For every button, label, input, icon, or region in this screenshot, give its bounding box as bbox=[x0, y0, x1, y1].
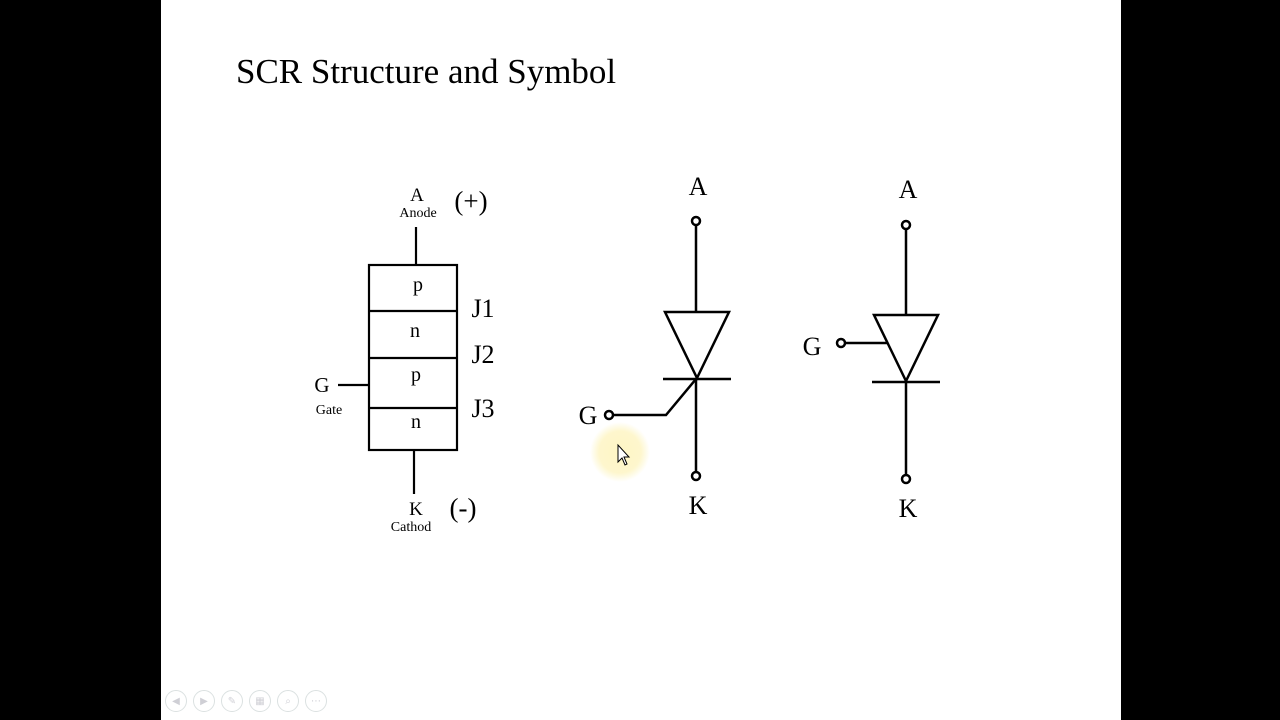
gate-label: Gate bbox=[316, 403, 342, 418]
junction-label-j2: J2 bbox=[471, 340, 494, 369]
slides-icon[interactable]: ▦ bbox=[249, 690, 271, 712]
gate-letter: G bbox=[314, 373, 329, 397]
cathode-polarity: (-) bbox=[450, 493, 477, 523]
presentation-toolbar: ◀ ▶ ✎ ▦ ⌕ ⋯ bbox=[165, 690, 327, 714]
anode-label: Anode bbox=[399, 206, 436, 221]
symbol2-anode-terminal bbox=[900, 219, 912, 231]
more-icon[interactable]: ⋯ bbox=[305, 690, 327, 712]
symbol1-anode-label: A bbox=[689, 172, 708, 201]
cathode-letter: K bbox=[409, 499, 423, 520]
symbol1-cathode-label: K bbox=[689, 491, 708, 520]
prev-icon[interactable]: ◀ bbox=[165, 690, 187, 712]
scr-symbol-1 bbox=[603, 215, 731, 482]
symbol1-gate-label: G bbox=[579, 401, 598, 430]
layer-label-3: p bbox=[411, 364, 421, 386]
slide: SCR Structure and Symbol bbox=[161, 0, 1121, 720]
slide-title: SCR Structure and Symbol bbox=[236, 52, 617, 91]
mouse-pointer-icon bbox=[617, 443, 631, 466]
zoom-icon[interactable]: ⌕ bbox=[277, 690, 299, 712]
layer-label-2: n bbox=[410, 320, 420, 342]
symbol1-diode-triangle bbox=[663, 310, 731, 381]
junction-label-j3: J3 bbox=[471, 394, 494, 423]
next-icon[interactable]: ▶ bbox=[193, 690, 215, 712]
layer-label-4: n bbox=[411, 411, 421, 433]
symbol1-gate-terminal bbox=[603, 409, 615, 421]
symbol2-gate-label: G bbox=[803, 332, 822, 361]
symbol1-anode-terminal bbox=[690, 215, 702, 227]
junction-label-j1: J1 bbox=[471, 294, 494, 323]
symbol1-cathode-terminal bbox=[690, 470, 702, 482]
symbol1-gate-lead bbox=[613, 378, 697, 417]
symbol2-diode-triangle bbox=[872, 313, 940, 384]
scr-symbol-2 bbox=[835, 219, 940, 485]
symbol2-cathode-label: K bbox=[899, 494, 918, 523]
scr-structure bbox=[338, 227, 459, 494]
anode-polarity: (+) bbox=[454, 186, 487, 216]
symbol2-anode-label: A bbox=[899, 175, 918, 204]
symbol2-cathode-terminal bbox=[900, 473, 912, 485]
pen-icon[interactable]: ✎ bbox=[221, 690, 243, 712]
anode-letter: A bbox=[410, 185, 424, 206]
layer-label-1: p bbox=[413, 274, 423, 296]
symbol2-gate-terminal bbox=[835, 337, 847, 349]
cathode-label: Cathod bbox=[391, 520, 431, 535]
